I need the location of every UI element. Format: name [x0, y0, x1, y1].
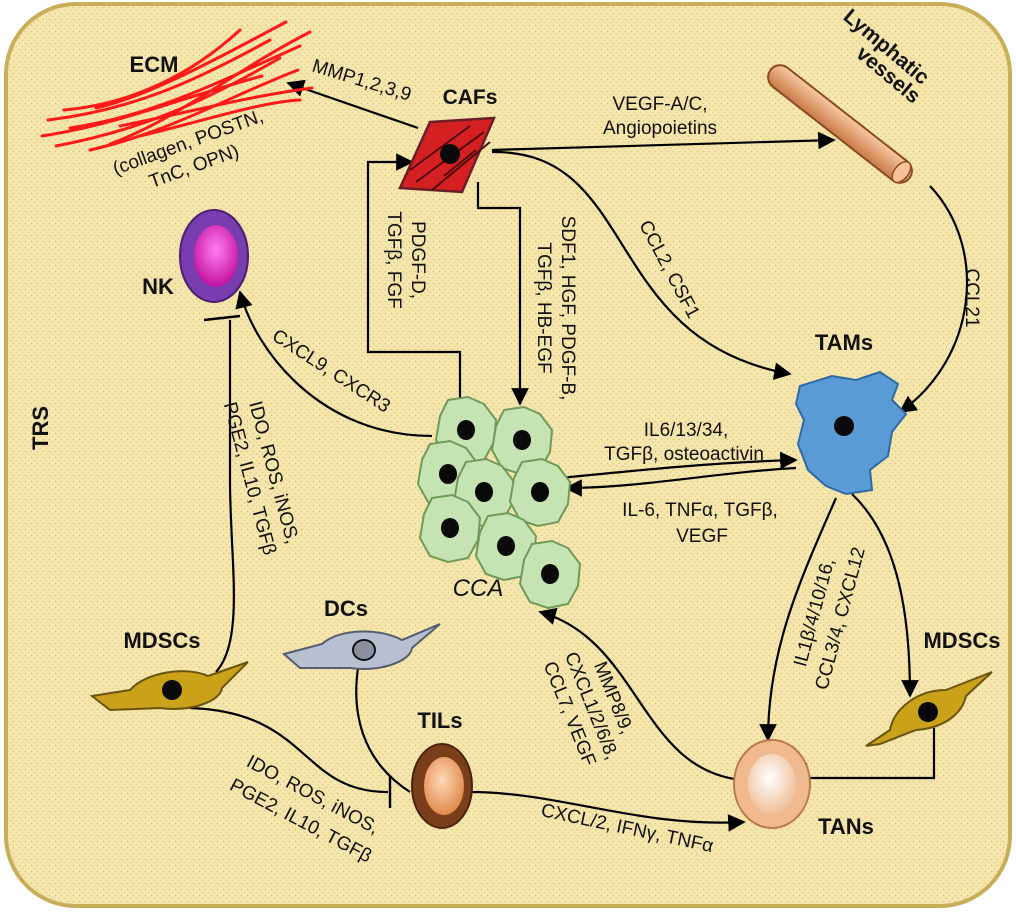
trs-label: TRS [28, 406, 53, 450]
edge-label-cafs-cca-2: TGFβ, HB-EGF [533, 242, 554, 373]
edge-mdscs-tans [806, 728, 936, 780]
cafs-cell [398, 116, 496, 194]
edge-label-cca-tams-2: TGFβ, osteoactivin [604, 444, 764, 465]
mdscs-right-cell [865, 671, 993, 747]
edge-label-cafs-lymphatic-1: VEGF-A/C, [612, 94, 707, 115]
lymphatic-vessel [767, 64, 913, 184]
tans-label: TANs [818, 814, 874, 839]
edge-cafs-tams [491, 150, 792, 380]
tans-cell [733, 739, 811, 829]
edge-lymphatic-tams [898, 185, 968, 414]
edge-label-tams-cca-1: IL-6, TNFα, TGFβ, [622, 500, 778, 521]
tils-label: TILs [417, 708, 462, 733]
edge-label-cca-cafs-2: TGFβ, FGF [383, 211, 404, 308]
edge-tams-tans [759, 497, 838, 742]
edge-cca-nk [235, 290, 433, 438]
edge-mdscs-nk [215, 320, 235, 673]
edge-tans-cca [538, 607, 743, 782]
edge-dcs-tils [355, 667, 411, 793]
edge-mdscs-tils [189, 706, 389, 794]
edge-tils-tans [469, 790, 746, 832]
dcs-cell [281, 623, 441, 670]
edge-tams-cca [564, 466, 797, 497]
ecm-fibers [40, 20, 314, 152]
edge-label-cafs-cca-1: SDF1, HGF, PDGF-B, [557, 216, 578, 401]
cca-label: CCA [453, 575, 504, 602]
edge-tams-mdscs [851, 493, 919, 698]
cafs-label: CAFs [443, 86, 498, 109]
edge-label-lymphatic-tams: CCL21 [961, 268, 982, 327]
edge-label-tams-cca-2: VEGF [676, 526, 728, 547]
ecm-label: ECM [130, 52, 179, 77]
nk-label: NK [142, 274, 174, 299]
edge-cca-cafs [366, 153, 462, 398]
edge-cafs-lymphatic [491, 131, 836, 152]
edge-label-cafs-lymphatic-2: Angiopoietins [603, 118, 717, 139]
edge-cafs-ecm [286, 79, 419, 130]
dcs-label: DCs [324, 596, 368, 621]
mdscs-left-cell [89, 661, 249, 712]
edge-label-cca-tams-1: IL6/13/34, [644, 420, 729, 441]
edge-label-cca-cafs-1: PDGF-D, [407, 221, 428, 299]
mdscs-left-label: MDSCs [123, 628, 200, 653]
edge-cafs-cca [476, 182, 529, 406]
tams-label: TAMs [815, 330, 873, 355]
mdscs-right-label: MDSCs [923, 628, 1000, 653]
tams-cell [794, 370, 908, 496]
nk-cell [179, 209, 249, 303]
edge-cca-tams [559, 451, 798, 480]
tils-cell [411, 743, 473, 829]
inhibit-bar-nk [203, 314, 241, 322]
